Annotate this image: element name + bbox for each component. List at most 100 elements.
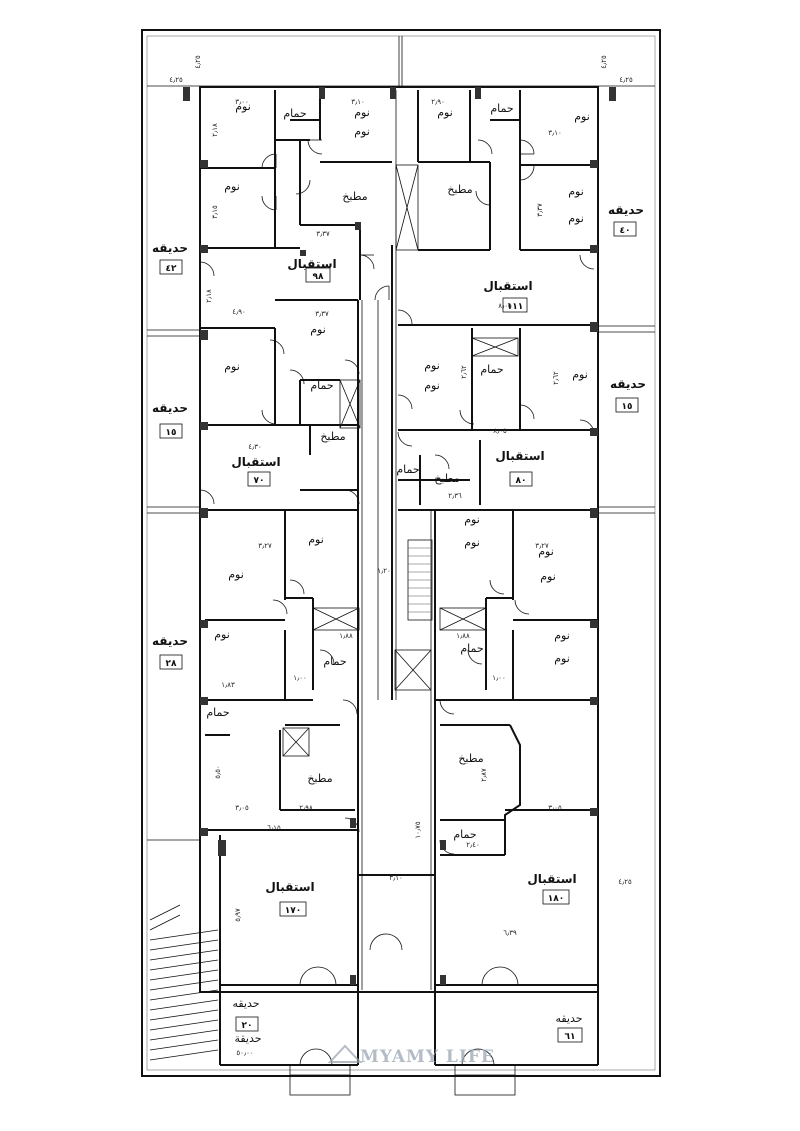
- svg-text:١٫٨٨: ١٫٨٨: [339, 632, 353, 640]
- svg-text:٣٫٣٧: ٣٫٣٧: [315, 310, 329, 318]
- svg-text:١٫٨٨: ١٫٨٨: [456, 632, 470, 640]
- svg-text:٢٫١٨: ٢٫١٨: [211, 123, 219, 137]
- number-boxes: ٤٢ ٤٠ ١٥ ١٥ ٢٨ ٢٠ ٥٠٫٠٠ ٦١ ٩٨ ١١١ ٧٠ ٨٠ …: [159, 221, 639, 1057]
- room-reception-1: استقبال: [287, 257, 336, 271]
- svg-text:٦٫١٥: ٦٫١٥: [267, 824, 281, 832]
- unit-num-98: ٩٨: [313, 272, 324, 282]
- svg-text:٤٫٣٠: ٤٫٣٠: [248, 443, 262, 451]
- svg-text:٢٫٩٠: ٢٫٩٠: [431, 98, 445, 106]
- garden-num-right-mid: ١٥: [622, 402, 633, 412]
- svg-text:٢٫٣٦: ٢٫٣٦: [448, 492, 462, 500]
- room-reception-5: استقبال: [265, 880, 314, 894]
- svg-text:٣٫٢٧: ٣٫٢٧: [258, 542, 272, 550]
- unit-num-111: ١١١: [507, 302, 523, 312]
- svg-text:٢٫٤٠: ٢٫٤٠: [466, 841, 480, 849]
- room-bedroom-1: نوم: [235, 100, 251, 113]
- unit-num-170: ١٧٠: [285, 906, 301, 916]
- room-bedroom-15: نوم: [464, 513, 480, 526]
- elevator-shaft-top: [395, 164, 419, 251]
- room-reception-4: استقبال: [495, 449, 544, 463]
- svg-text:٣٫١٠: ٣٫١٠: [389, 874, 403, 882]
- svg-text:٤٫٢٥: ٤٫٢٥: [619, 76, 633, 84]
- svg-text:٣٫١٠: ٣٫١٠: [351, 98, 365, 106]
- garden-label-right-top: حديقه: [608, 203, 644, 217]
- room-bedroom-19: نوم: [228, 568, 244, 581]
- svg-text:١٫٢٠: ١٫٢٠: [377, 567, 391, 575]
- svg-text:٤٫٢٥: ٤٫٢٥: [194, 55, 202, 69]
- garden-num-left-mid: ١٥: [166, 428, 177, 438]
- room-bath-9: حمام: [453, 828, 476, 841]
- room-kitchen-6: مطبخ: [307, 772, 332, 785]
- room-bedroom-11: نوم: [424, 379, 440, 392]
- garden-label-left-mid: حديقه: [152, 401, 188, 415]
- svg-text:٣٫٠٥: ٣٫٠٥: [235, 804, 249, 812]
- svg-text:٤٫٢٥: ٤٫٢٥: [618, 878, 632, 886]
- unit-num-70: ٧٠: [254, 476, 265, 486]
- svg-text:١٫٨٣: ١٫٨٣: [221, 681, 235, 689]
- svg-text:١٫٠٠: ١٫٠٠: [492, 674, 506, 682]
- columns: [183, 87, 616, 985]
- svg-text:٢٫٦٢: ٢٫٦٢: [552, 371, 560, 385]
- garden-num-bottom-left: ٢٠: [242, 1021, 253, 1031]
- room-kitchen-1: مطبخ: [342, 190, 367, 203]
- svg-text:٢٫٦٢: ٢٫٦٢: [460, 365, 468, 379]
- svg-text:٢٫٨٧: ٢٫٨٧: [480, 768, 488, 782]
- room-bath-4: حمام: [310, 379, 333, 392]
- room-bath-7: حمام: [460, 642, 483, 655]
- room-bedroom-9: نوم: [310, 323, 326, 336]
- garden-label-bottom-left: حديقه: [232, 997, 259, 1010]
- svg-text:٣٫٠٠: ٣٫٠٠: [235, 98, 249, 106]
- dimension-labels: ٤٫٢٥ ٤٫٢٥ ٤٫٢٥ ٤٫٢٥ ٣٫٠٠ ٣٫١٠ ٢٫٩٠ ٣٫١٠ …: [169, 55, 633, 937]
- svg-text:٤٫٢٥: ٤٫٢٥: [600, 55, 608, 69]
- room-bedroom-4: نوم: [437, 106, 453, 119]
- svg-text:٤٫٢٥: ٤٫٢٥: [169, 76, 183, 84]
- room-reception-3: استقبال: [231, 455, 280, 469]
- svg-text:٦٫٣٩: ٦٫٣٩: [503, 929, 517, 937]
- room-bedroom-10: نوم: [424, 359, 440, 372]
- room-bath-5: حمام: [396, 463, 419, 476]
- room-kitchen-4: مطبخ: [434, 472, 459, 485]
- svg-text:٣٫٣٧: ٣٫٣٧: [316, 230, 330, 238]
- room-bedroom-8: نوم: [568, 212, 584, 225]
- plot-boundary: [141, 29, 661, 1077]
- room-bedroom-12: نوم: [572, 368, 588, 381]
- room-bedroom-5: نوم: [574, 110, 590, 123]
- room-reception-2: استقبال: [483, 279, 532, 293]
- svg-text:٣٫٢٧: ٣٫٢٧: [535, 542, 549, 550]
- garden-label-bottom-left-2: حديقة: [234, 1032, 261, 1045]
- garden-label-left-low: حديقه: [152, 634, 188, 648]
- svg-text:٢٫٩٨: ٢٫٩٨: [299, 804, 313, 812]
- svg-text:٤٫٩٠: ٤٫٩٠: [232, 308, 246, 316]
- garden-num-bottom-right: ٦١: [565, 1032, 576, 1042]
- room-kitchen-5: مطبخ: [458, 752, 483, 765]
- room-bath-2: حمام: [490, 102, 513, 115]
- room-bedroom-14: نوم: [308, 533, 324, 546]
- room-bath-1: حمام: [283, 107, 306, 120]
- svg-text:١٠٫٧٥: ١٠٫٧٥: [414, 821, 422, 839]
- room-bedroom-13: نوم: [224, 360, 240, 373]
- garden-label-left-top: حديقه: [152, 241, 188, 255]
- unit-num-80: ٨٠: [516, 476, 527, 486]
- room-bedroom-3: نوم: [354, 125, 370, 138]
- room-labels: نوم حمام نوم نوم نوم حمام نوم نوم مطبخ م…: [152, 100, 646, 1045]
- unit-num-180: ١٨٠: [548, 894, 564, 904]
- svg-text:٣٫٣٧: ٣٫٣٧: [536, 203, 544, 217]
- room-bath-6: حمام: [323, 655, 346, 668]
- garden-label-bottom-right: حديقه: [555, 1012, 582, 1025]
- room-bedroom-7: نوم: [568, 185, 584, 198]
- room-bath-3: حمام: [480, 363, 503, 376]
- svg-text:٢٫١٨: ٢٫١٨: [205, 289, 213, 303]
- garden-num-left-top: ٤٢: [166, 264, 177, 274]
- garden-label-right-mid: حديقه: [610, 377, 646, 391]
- room-reception-6: استقبال: [527, 872, 576, 886]
- room-bath-8: حمام: [206, 706, 229, 719]
- watermark-brand: MYAMY LIFE: [360, 1047, 495, 1067]
- elevator-shaft-mid: [339, 379, 361, 429]
- room-bedroom-20: نوم: [214, 628, 230, 641]
- room-kitchen-2: مطبخ: [447, 183, 472, 196]
- door-swings: [199, 139, 595, 1066]
- elevator-shaft-low: [282, 337, 519, 757]
- watermark: MYAMY LIFE: [327, 1044, 495, 1067]
- room-bedroom-21: نوم: [554, 629, 570, 642]
